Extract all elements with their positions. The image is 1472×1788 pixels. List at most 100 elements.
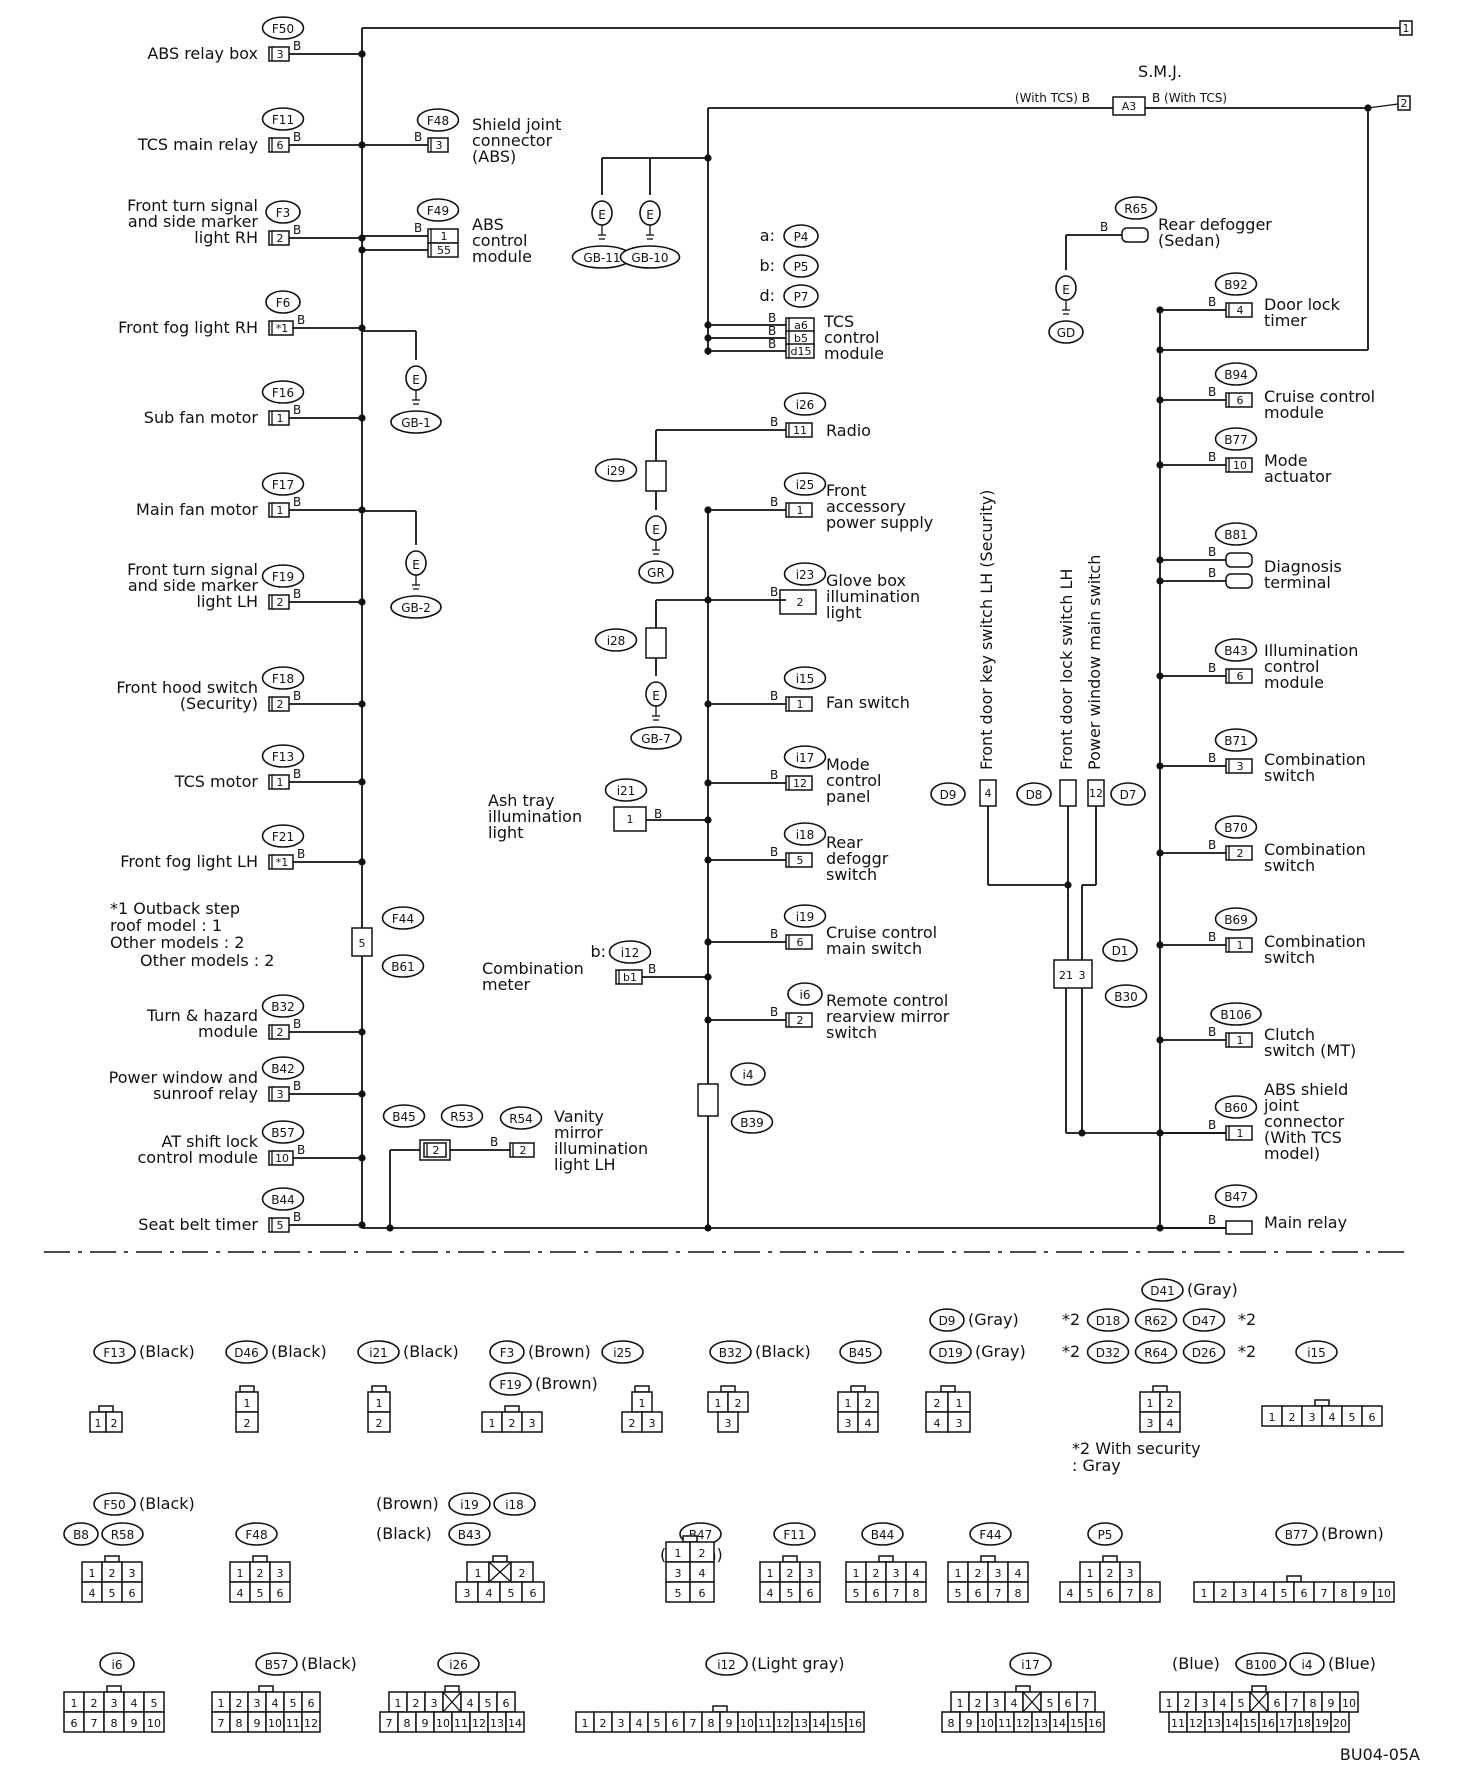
connector-pin-number: 5 [1087,1587,1094,1600]
connector-pin-number: 4 [1329,1411,1336,1424]
pin-number: 6 [1237,670,1244,683]
connector-pin-number: 4 [89,1587,96,1600]
right-code-oval [1214,1184,1258,1208]
f49-label: ABS [472,215,504,234]
connector-pin-number: 8 [1341,1587,1348,1600]
connector-pin-number: 4 [1067,1587,1074,1600]
pinout-code-oval [255,1652,298,1676]
connector-code: D9 [940,788,957,802]
connector-code: B77 [1285,1528,1309,1542]
junction-dot [1156,941,1164,949]
connector-pin-number: 1 [89,1567,96,1580]
right-code-oval [1214,815,1258,839]
wire-color-label: B [648,962,656,976]
security-mark: *2 [1062,1310,1080,1329]
connector-lock-tab [1102,1555,1118,1563]
pinout-color-label: (Gray) [1187,1280,1238,1299]
pinout-color-label: (Light gray) [751,1654,845,1673]
connector-pin-number: 2 [236,1697,243,1710]
connector-lock-tab [252,1555,268,1563]
connector-pin-number: 3 [111,1697,118,1710]
connector-pin-number: 1 [95,1417,102,1430]
ground-code-oval [1048,320,1084,344]
component-label: and side marker [128,212,259,231]
connector-code: F48 [427,114,449,128]
connector-pin-number: 3 [993,1697,1000,1710]
component-label: Front turn signal [127,560,258,579]
connector-code: R54 [509,1112,533,1126]
middle-label: switch [826,1023,877,1042]
connector-pin-number: 4 [272,1697,279,1710]
connector-pin-number: 1 [237,1567,244,1580]
pinout-code-oval [1289,1652,1325,1676]
variant-code-oval [783,284,819,308]
right-label: module [1264,673,1324,692]
middle-code-oval [783,904,827,928]
pin-number: 6 [277,139,284,152]
connector-lock-tab [504,1405,520,1413]
ground-letter: E [412,373,420,387]
connector-code: R64 [1144,1346,1168,1360]
connector-code: B43 [1224,644,1248,658]
connector-pin-number: 6 [873,1587,880,1600]
connector-pin-number: 5 [853,1587,860,1600]
pinout-code-oval [93,1492,136,1516]
pinout-color-label: (Black) [139,1494,195,1513]
connector-pin-number: 8 [404,1717,411,1730]
middle-label: Front [826,481,866,500]
ground-letter: E [598,208,606,222]
connector-pin-number: 9 [726,1717,733,1730]
connector-code: i17 [796,751,815,765]
connector-pin-number: 2 [257,1567,264,1580]
connector-code: F19 [499,1378,521,1392]
connector-cell [947,1411,971,1433]
connector-pin-number: 9 [422,1717,429,1730]
middle-code-oval [783,472,827,496]
wire-color-label: B [293,39,301,53]
connector-code: D47 [1192,1314,1217,1328]
connector-cell [857,1411,879,1433]
wire-color-label: B [1208,295,1216,309]
security-note: *2 With security [1072,1439,1201,1458]
component-code-oval [261,564,305,588]
vanity-pin-box [509,1142,535,1158]
connector-code: F3 [500,1346,515,1360]
right-label: (With TCS [1264,1128,1342,1147]
component-label: Front hood switch [116,678,258,697]
connector-lock-tab [980,1555,996,1563]
connector-cell [1373,1581,1395,1603]
connector-pin-number: 13 [794,1717,808,1730]
connector-pin-number: 2 [865,1397,872,1410]
security-code-oval [1134,1308,1178,1332]
connector-code: F13 [272,750,294,764]
connector-pin-number: 13 [1207,1717,1221,1730]
pinout-color-label: (Brown) [1321,1524,1384,1543]
connector-code: F17 [272,478,294,492]
connector-pin-number: 4 [699,1567,706,1580]
pin-number: 2 [797,596,804,609]
junction-dot [358,700,366,708]
connector-pin-number: 7 [995,1587,1002,1600]
pin-number: 21 [1059,969,1073,982]
connector-code: B32 [719,1346,743,1360]
ash-tray-label: Ash tray [488,791,555,810]
connector-code: GB-2 [401,601,431,615]
right-code-oval [1214,1095,1258,1119]
connector-pin-number: 3 [129,1567,136,1580]
right-label: Clutch [1264,1025,1315,1044]
wire-color-label: B [770,689,778,703]
connector-pin-number: 4 [237,1587,244,1600]
middle-code-oval [783,822,827,846]
connector-code: B92 [1224,278,1248,292]
right-code-oval [1214,362,1258,386]
connector-code: R62 [1144,1314,1168,1328]
wire-color-label: B [770,1005,778,1019]
connector-pin-number: 2 [1184,1697,1191,1710]
connector-cell [121,1581,143,1603]
